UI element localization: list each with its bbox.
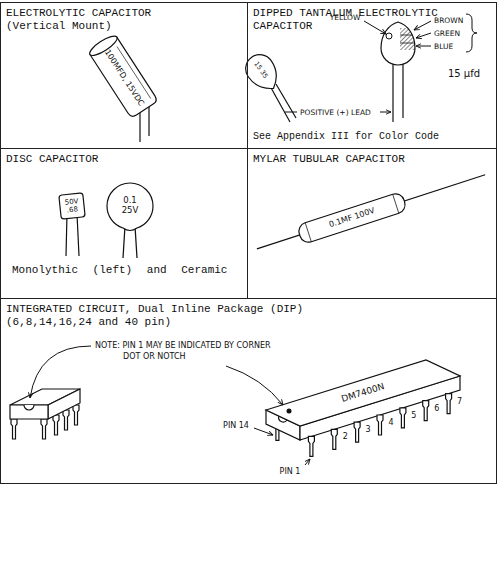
part-marking: 0.1 25V (115, 195, 145, 215)
tantalum-capacitor-part (400, 28, 418, 50)
dip-ic-part (308, 436, 314, 456)
dip-ic-part (279, 416, 287, 422)
dip-ic (266, 360, 460, 456)
pin-number: 2 (343, 432, 348, 442)
pin-label: PIN 14 (223, 421, 249, 431)
dip-ic-end-view-part (41, 419, 47, 439)
dip-ic-part (354, 422, 360, 442)
monolithic-capacitor-part (66, 214, 67, 256)
ceramic-disc-capacitor-part (135, 226, 137, 258)
leader-line-part (416, 33, 431, 38)
ceramic-disc-capacitor (107, 183, 153, 258)
leader-line-part (254, 428, 273, 435)
panel-heading: MYLAR TUBULAR CAPACITOR (253, 153, 473, 166)
electrolytic-capacitor-part (139, 110, 140, 142)
tantalum-capacitor (240, 49, 296, 122)
electrolytic-capacitor-part (148, 104, 149, 136)
leader-line-part (226, 366, 283, 405)
dip-ic-end-view-part (53, 415, 59, 435)
part-marking: 15 35 (252, 60, 269, 80)
tantalum-capacitor-part (400, 35, 418, 36)
ceramic-disc-capacitor-part (123, 226, 125, 258)
dip-ic-part (377, 415, 383, 435)
pin-label: PIN 1 (280, 467, 301, 477)
part-marking: DM7400N (340, 381, 386, 405)
dip-ic-end-view-part (11, 419, 17, 439)
dip-ic-end-view (10, 389, 80, 439)
leader-line-part (380, 112, 391, 113)
monolithic-capacitor (59, 193, 85, 256)
part-marking: 0.1MF 100V (328, 206, 376, 230)
mylar-capacitor-part (305, 223, 311, 242)
dip-ic-end-view-part (63, 410, 69, 430)
leader-line-part (466, 14, 477, 52)
monolithic-capacitor-part (59, 193, 85, 219)
pin-number: 5 (411, 411, 416, 421)
dip-ic-part (331, 429, 337, 449)
color-label: BLUE (434, 42, 453, 51)
dip-ic-end-view-part (24, 405, 34, 410)
mylar-capacitor (254, 165, 488, 258)
mylar-capacitor-part (393, 194, 399, 213)
tantalum-capacitor (381, 22, 418, 122)
color-label: YELLOW (330, 13, 361, 22)
part-marking: 100MFD, 15VDC (102, 48, 146, 108)
dip-ic-part (423, 401, 429, 421)
color-label: BROWN (434, 16, 463, 25)
leader-line-part (414, 21, 431, 30)
leader-line-part (364, 21, 386, 34)
leader-line-part (305, 459, 310, 465)
dip-ic-end-view-part (10, 405, 48, 419)
mylar-capacitor-part (297, 191, 408, 244)
lead-label: POSITIVE (+) LEAD (300, 108, 371, 117)
component-panel: INTEGRATED CIRCUIT, Dual Inline Package … (0, 298, 497, 484)
monolithic-capacitor-part (77, 214, 79, 256)
dip-ic-part (266, 360, 460, 426)
panel-note: Monolythic (left) and Ceramic (12, 264, 244, 277)
pin-number: 4 (388, 418, 393, 428)
leader-line-part (416, 46, 431, 47)
panel-heading: INTEGRATED CIRCUIT, Dual Inline Package … (6, 303, 326, 329)
ceramic-disc-capacitor-part (107, 183, 153, 231)
tantalum-capacitor-part (392, 60, 393, 122)
color-label: GREEN (434, 29, 460, 38)
tantalum-capacitor-part (402, 60, 403, 118)
panel-note: See Appendix III for Color Code (253, 131, 489, 143)
pin-number: 3 (366, 425, 371, 435)
mylar-capacitor-part (257, 175, 485, 249)
part-marking: 50V .68 (60, 197, 84, 215)
tantalum-capacitor-part (276, 84, 296, 118)
tantalum-capacitor-part (400, 43, 418, 44)
leader-line-part (285, 112, 297, 113)
component-panel: DISC CAPACITOR Monolythic (left) and Cera… (0, 148, 248, 299)
dip-ic-part (287, 409, 292, 414)
electrolytic-capacitor-part (87, 33, 158, 118)
leader-line (285, 14, 477, 112)
pin-number: 6 (434, 404, 439, 414)
panel-heading: ELECTROLYTIC CAPACITOR (Vertical Mount) (6, 7, 166, 33)
value-label: 15 μfd (448, 67, 480, 80)
leader-line-part (30, 346, 91, 398)
dip-ic-part (446, 394, 452, 414)
leader-line (30, 346, 310, 465)
note-text: NOTE: PIN 1 MAY BE INDICATED BY CORNER D… (95, 340, 283, 362)
dip-ic-end-view-part (73, 405, 79, 425)
dip-ic-part (400, 408, 406, 428)
panel-heading: DISC CAPACITOR (6, 153, 206, 166)
pin-number: 7 (457, 397, 462, 407)
tantalum-capacitor-part (386, 33, 392, 39)
component-panel: MYLAR TUBULAR CAPACITOR (247, 148, 497, 299)
dip-ic-end-view-part (48, 389, 80, 419)
electrolytic-capacitor (87, 33, 158, 142)
